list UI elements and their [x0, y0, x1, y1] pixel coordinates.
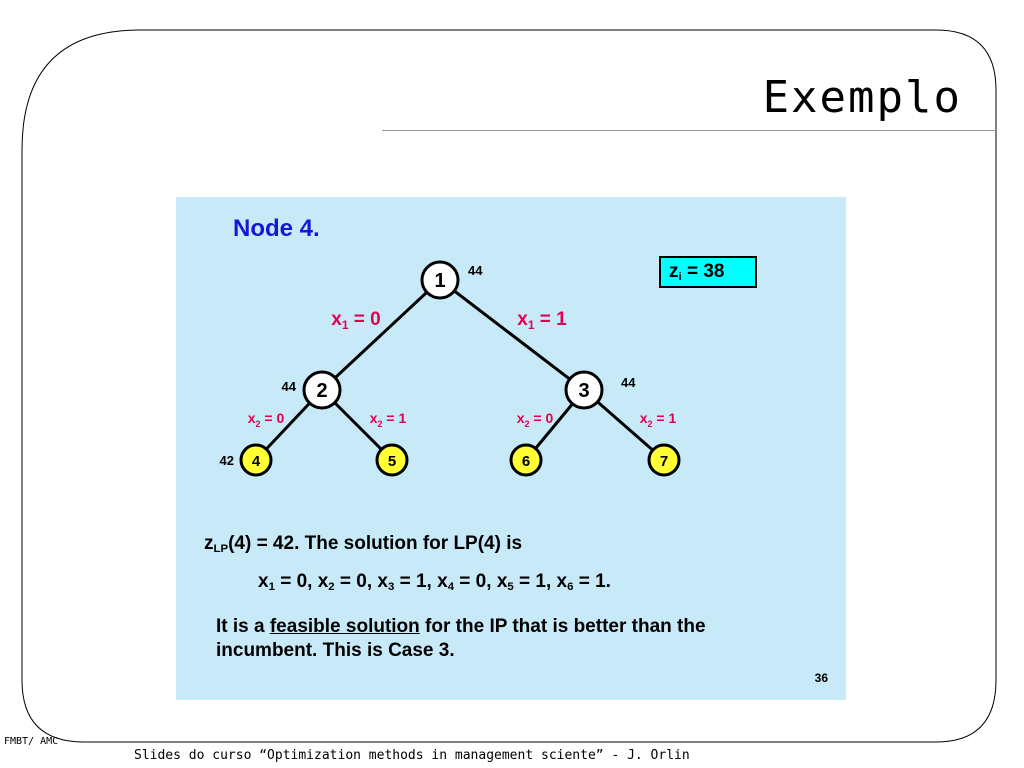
branch-label-3-6: x2 = 0: [517, 410, 554, 429]
solution-term-5: x5 = 1,: [496, 571, 557, 593]
tree-node-label-3: 3: [578, 380, 589, 402]
node-bound-2: 44: [282, 379, 297, 394]
lp-subscript: LP: [213, 543, 229, 555]
conclusion-before: It is a: [216, 616, 270, 637]
tree-node-1: 1: [420, 260, 460, 300]
branch-label-2-4: x2 = 0: [248, 410, 285, 429]
lp-rest: (4) = 42. The solution for LP(4) is: [228, 533, 523, 554]
node-bound-4: 42: [220, 453, 234, 468]
title-divider: [382, 130, 996, 131]
tree-node-label-2: 2: [316, 380, 327, 402]
slide-inset: Node 4. x1 = 0 x1 = 1 x2 = 0 x2 = 1 x2 = 0 x2…: [176, 197, 846, 700]
zi-rest: = 38: [681, 261, 725, 282]
tree-node-7: 7: [647, 443, 681, 477]
branch-label-2-5: x2 = 1: [370, 410, 407, 429]
node-bound-1: 44: [468, 263, 483, 278]
slide-title: Exemplo: [762, 72, 962, 123]
tree-node-label-4: 4: [252, 453, 261, 470]
inset-heading: Node 4.: [233, 215, 320, 242]
tree-node-label-7: 7: [660, 453, 668, 470]
conclusion-text: It is a feasible solution for the IP tha…: [216, 615, 706, 663]
footer-course: Slides do curso “Optimization methods in…: [134, 748, 690, 763]
tree-node-label-1: 1: [434, 270, 445, 292]
tree-node-6: 6: [509, 443, 543, 477]
tree-node-label-5: 5: [388, 453, 396, 470]
solution-term-1: x1 = 0,: [258, 571, 318, 593]
tree-node-2: 2: [302, 370, 342, 410]
branch-label-1-2: x1 = 0: [331, 309, 381, 332]
page-number: 36: [814, 671, 828, 685]
solution-term-4: x4 = 0,: [437, 571, 497, 593]
solution-line: x1 = 0, x2 = 0, x3 = 1, x4 = 0, x5 = 1, …: [258, 571, 611, 593]
lp-value-line: zLP(4) = 42. The solution for LP(4) is: [204, 533, 522, 555]
conclusion-line2: incumbent. This is Case 3.: [216, 640, 455, 661]
solution-term-2: x2 = 0,: [317, 571, 378, 593]
node-bound-3: 44: [621, 375, 636, 390]
zi-subscript: i: [678, 271, 682, 283]
branch-label-1-3: x1 = 1: [517, 309, 567, 332]
conclusion-after: for the IP that is better than the: [419, 616, 706, 637]
tree-edge-1-3: [439, 278, 585, 392]
incumbent-value-box: zi = 38: [659, 256, 757, 288]
tree-node-3: 3: [564, 370, 604, 410]
tree-edge-1-2: [320, 278, 442, 392]
feasible-solution-term: feasible solution: [269, 616, 420, 637]
tree-node-4: 4: [239, 443, 273, 477]
solution-term-3: x3 = 1,: [377, 571, 438, 593]
branch-label-3-7: x2 = 1: [640, 410, 677, 429]
lp-z: z: [204, 533, 214, 554]
footer-left: FMBT/ AMC: [4, 736, 59, 747]
tree-node-label-6: 6: [522, 453, 530, 470]
tree-node-5: 5: [375, 443, 409, 477]
solution-term-6: x6 = 1.: [556, 571, 611, 593]
zi-prefix: z: [669, 261, 679, 282]
